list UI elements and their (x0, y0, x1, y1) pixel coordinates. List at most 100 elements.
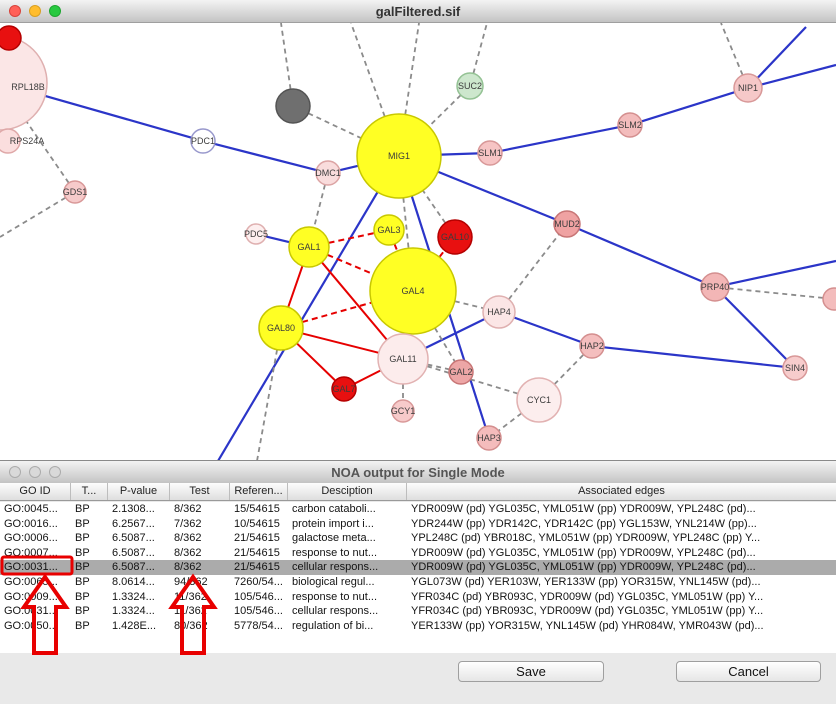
graph-node-nip1[interactable] (733, 73, 763, 103)
graph-node-gal1[interactable] (288, 226, 330, 268)
graph-node-hap3[interactable] (476, 425, 502, 451)
graph-edge-rightp-prp40[interactable] (728, 287, 824, 299)
graph-edge-pdc1-dmc1[interactable] (214, 142, 317, 172)
graph-edge-gal11-gal2[interactable] (427, 363, 450, 371)
graph-edge-mig1-mud2[interactable] (437, 170, 556, 221)
graph-node-gal2[interactable] (448, 359, 474, 385)
graph-edge-hap4-hap2[interactable] (513, 316, 582, 343)
graph-edge-pdc5-gal1[interactable] (265, 235, 290, 244)
graph-node-gal7[interactable] (331, 376, 357, 402)
column-header-associated_edges[interactable]: Associated edges (578, 485, 665, 497)
column-header-reference[interactable]: Referen... (230, 483, 288, 500)
column-header-type[interactable]: T... (71, 483, 108, 500)
graph-edge-cyc1-hap3[interactable] (498, 412, 523, 432)
column-header-description[interactable]: Desciption (288, 483, 407, 500)
graph-edge-nip1[interactable] (720, 23, 744, 76)
graph-edge-gal4-hap4[interactable] (454, 300, 484, 310)
graph-edge-gds1-rpl18b[interactable] (25, 121, 70, 184)
graph-edge-prp40-sin4[interactable] (724, 296, 788, 361)
graph-edge-mig1-slm1[interactable] (440, 152, 479, 156)
graph-node-gal3[interactable] (373, 214, 405, 246)
graph-edge-slm1-slm2[interactable] (501, 126, 619, 152)
graph-edge-suc2-mig1[interactable] (428, 94, 462, 128)
graph-edge-gal10-mig1[interactable] (422, 190, 447, 224)
graph-edge-mud2-prp40[interactable] (578, 228, 703, 283)
graph-edge-prp40[interactable] (728, 259, 836, 286)
graph-edge-dmc1-gal1[interactable] (313, 184, 326, 228)
graph-edge-dark[interactable] (280, 23, 292, 90)
network-canvas[interactable]: RPL18BRPS24AGDS1PDC1DMC1MIG1SUC2SLM1SLM2… (0, 23, 836, 460)
graph-edge-gal1-gal80[interactable] (287, 265, 304, 308)
graph-edge-dark-mig1[interactable] (307, 112, 362, 139)
graph-edge-mig1[interactable] (350, 23, 386, 117)
graph-node-hap2[interactable] (579, 333, 605, 359)
graph-node-slm2[interactable] (617, 112, 643, 138)
graph-edge-gal3-gal4[interactable] (393, 243, 399, 252)
graph-node-gal4[interactable] (369, 247, 457, 335)
graph-node-prp40[interactable] (700, 272, 730, 302)
column-header-p_value[interactable]: P-value (108, 483, 170, 500)
graph-node-sin4[interactable] (782, 355, 808, 381)
zoom-button[interactable] (49, 466, 61, 478)
graph-edge-gal80[interactable] (256, 349, 278, 460)
graph-edge-nip1[interactable] (756, 26, 807, 79)
graph-edge-gal1-gal11[interactable] (321, 261, 388, 341)
graph-edge-rpl18b-pdc1[interactable] (44, 94, 192, 139)
graph-edge-gal80-gal7[interactable] (296, 342, 337, 382)
minimize-button[interactable] (29, 5, 41, 17)
save-button[interactable]: Save (458, 661, 604, 682)
graph-edge-nip1[interactable] (761, 63, 836, 86)
graph-edge-gal1-gal4[interactable] (327, 253, 374, 276)
graph-edge-slm2-nip1[interactable] (641, 91, 735, 123)
graph-node-rps24a[interactable] (0, 128, 21, 154)
graph-node-mig1[interactable] (356, 113, 442, 199)
graph-edge-gal80-gal4[interactable] (301, 301, 372, 324)
close-button[interactable] (9, 5, 21, 17)
graph-node-dmc1[interactable] (315, 160, 341, 186)
graph-edge-hap4-mud2[interactable] (508, 233, 560, 300)
graph-node-suc2[interactable] (456, 72, 484, 100)
cancel-button[interactable]: Cancel (676, 661, 821, 682)
graph-node-hap4[interactable] (482, 295, 516, 329)
graph-edge-dmc1-mig1[interactable] (339, 164, 359, 172)
graph-node-pdc1[interactable] (190, 128, 216, 154)
minimize-button[interactable] (29, 466, 41, 478)
graph-node-red_tl[interactable] (0, 25, 22, 51)
graph-edge-gds1[interactable] (0, 196, 67, 238)
graph-node-cyc1[interactable] (516, 377, 562, 423)
graph-edge-gal4-gal2[interactable] (434, 327, 456, 363)
graph-node-gal10[interactable] (437, 219, 473, 255)
graph-node-gal80[interactable] (258, 305, 304, 351)
graph-edge-gal80-gal11[interactable] (302, 332, 380, 354)
column-header-go_id[interactable]: GO ID (0, 483, 71, 500)
graph-node-gal11[interactable] (377, 333, 429, 385)
graph-edge-mig1[interactable] (404, 23, 420, 115)
graph-edge-mig1-gal4[interactable] (402, 197, 410, 249)
zoom-button[interactable] (49, 5, 61, 17)
graph-node-rightp[interactable] (822, 287, 836, 311)
graph-edge-hap2-sin4[interactable] (603, 346, 784, 368)
graph-edge-gal11-gal7[interactable] (354, 369, 382, 385)
column-header-test[interactable]: Test (170, 483, 230, 500)
graph-edge-gal11-cyc1[interactable] (426, 365, 519, 395)
graph-edge-suc2[interactable] (472, 23, 488, 74)
graph-node-gds1[interactable] (63, 180, 87, 204)
graph-edge-gal4-gal10[interactable] (438, 249, 446, 258)
graph-edge-cyc1-hap2[interactable] (553, 353, 585, 385)
graph-node-slm1[interactable] (477, 140, 503, 166)
graph-node-rpl18b[interactable] (0, 35, 48, 131)
graph-node-dark[interactable] (275, 88, 311, 124)
graph-node-gcy1[interactable] (391, 399, 415, 423)
close-button[interactable] (9, 466, 21, 478)
graph-node-pdc5[interactable] (245, 223, 267, 245)
graph-edge-gal1-gal3[interactable] (328, 232, 375, 244)
